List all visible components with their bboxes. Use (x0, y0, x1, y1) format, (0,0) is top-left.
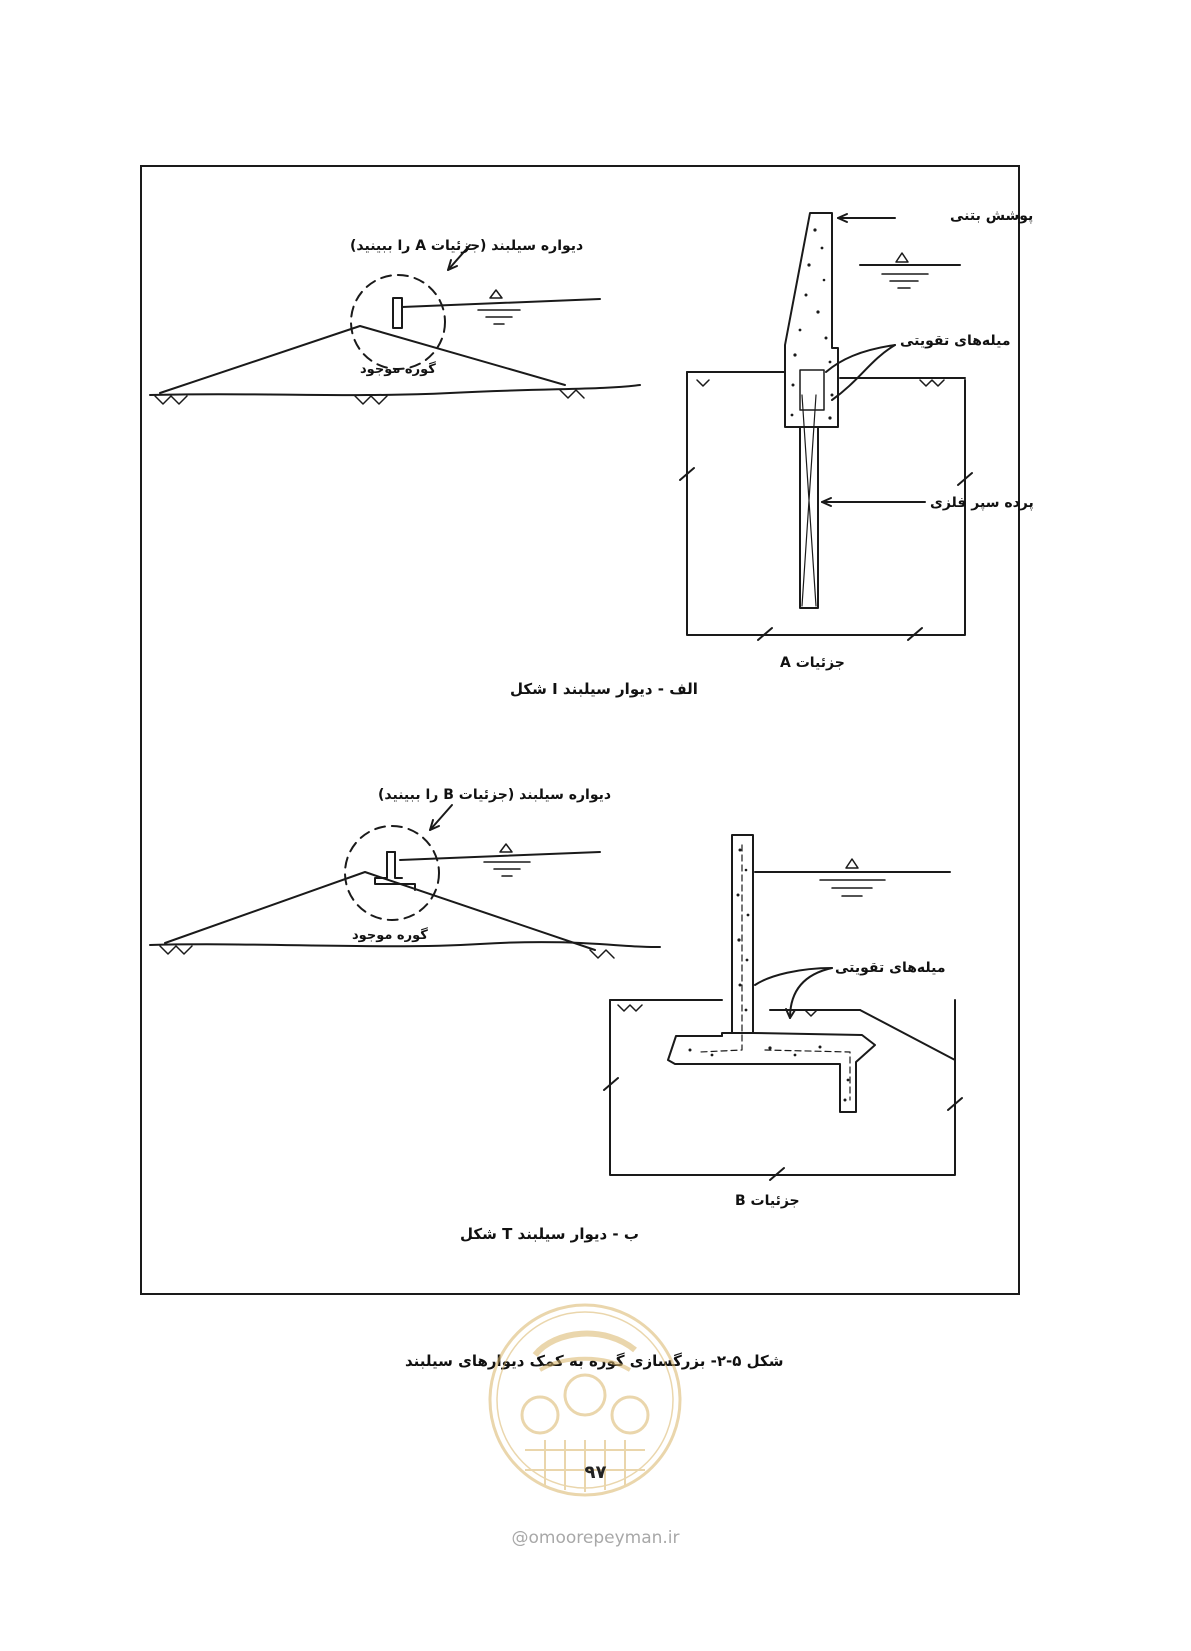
detail-b-label-rebar: میله‌های تقویتی (835, 960, 946, 976)
part-b-existing-levee: گوره موجود (352, 928, 428, 943)
part-a-title: الف - دیوار سیلبند I شکل (510, 680, 698, 698)
detail-b-drawing (603, 834, 963, 1181)
part-b-callout-wall: دیواره سیلبند (جزئیات B را ببینید) (378, 787, 612, 803)
detail-a-label-sheet-pile: پرده سپر فلزی (930, 495, 1034, 511)
part-b-title: ب - دیوار سیلبند T شکل (460, 1225, 639, 1243)
part-a-levee-overview (149, 244, 641, 405)
part-a-existing-levee: گوره موجود (360, 362, 436, 377)
figure-caption: شکل ۵-۲- بزرگسازی گوره به کمک دیوارهای س… (405, 1352, 784, 1370)
detail-b-title: جزئیات B (735, 1193, 800, 1209)
figure-frame (140, 165, 1020, 1295)
page-number: ۹۷ (584, 1462, 607, 1483)
detail-a-label-rebar: میله‌های تقویتی (900, 333, 1011, 349)
detail-a-label-concrete-cover: پوشش بتنی (950, 208, 1034, 224)
part-b-levee-overview (149, 804, 661, 959)
detail-a-drawing (679, 212, 973, 641)
watermark-site: @omoorepeyman.ir (511, 1528, 680, 1548)
detail-a-title: جزئیات A (780, 655, 845, 671)
part-a-callout-wall: دیواره سیلبند (جزئیات A را ببینید) (350, 238, 584, 254)
